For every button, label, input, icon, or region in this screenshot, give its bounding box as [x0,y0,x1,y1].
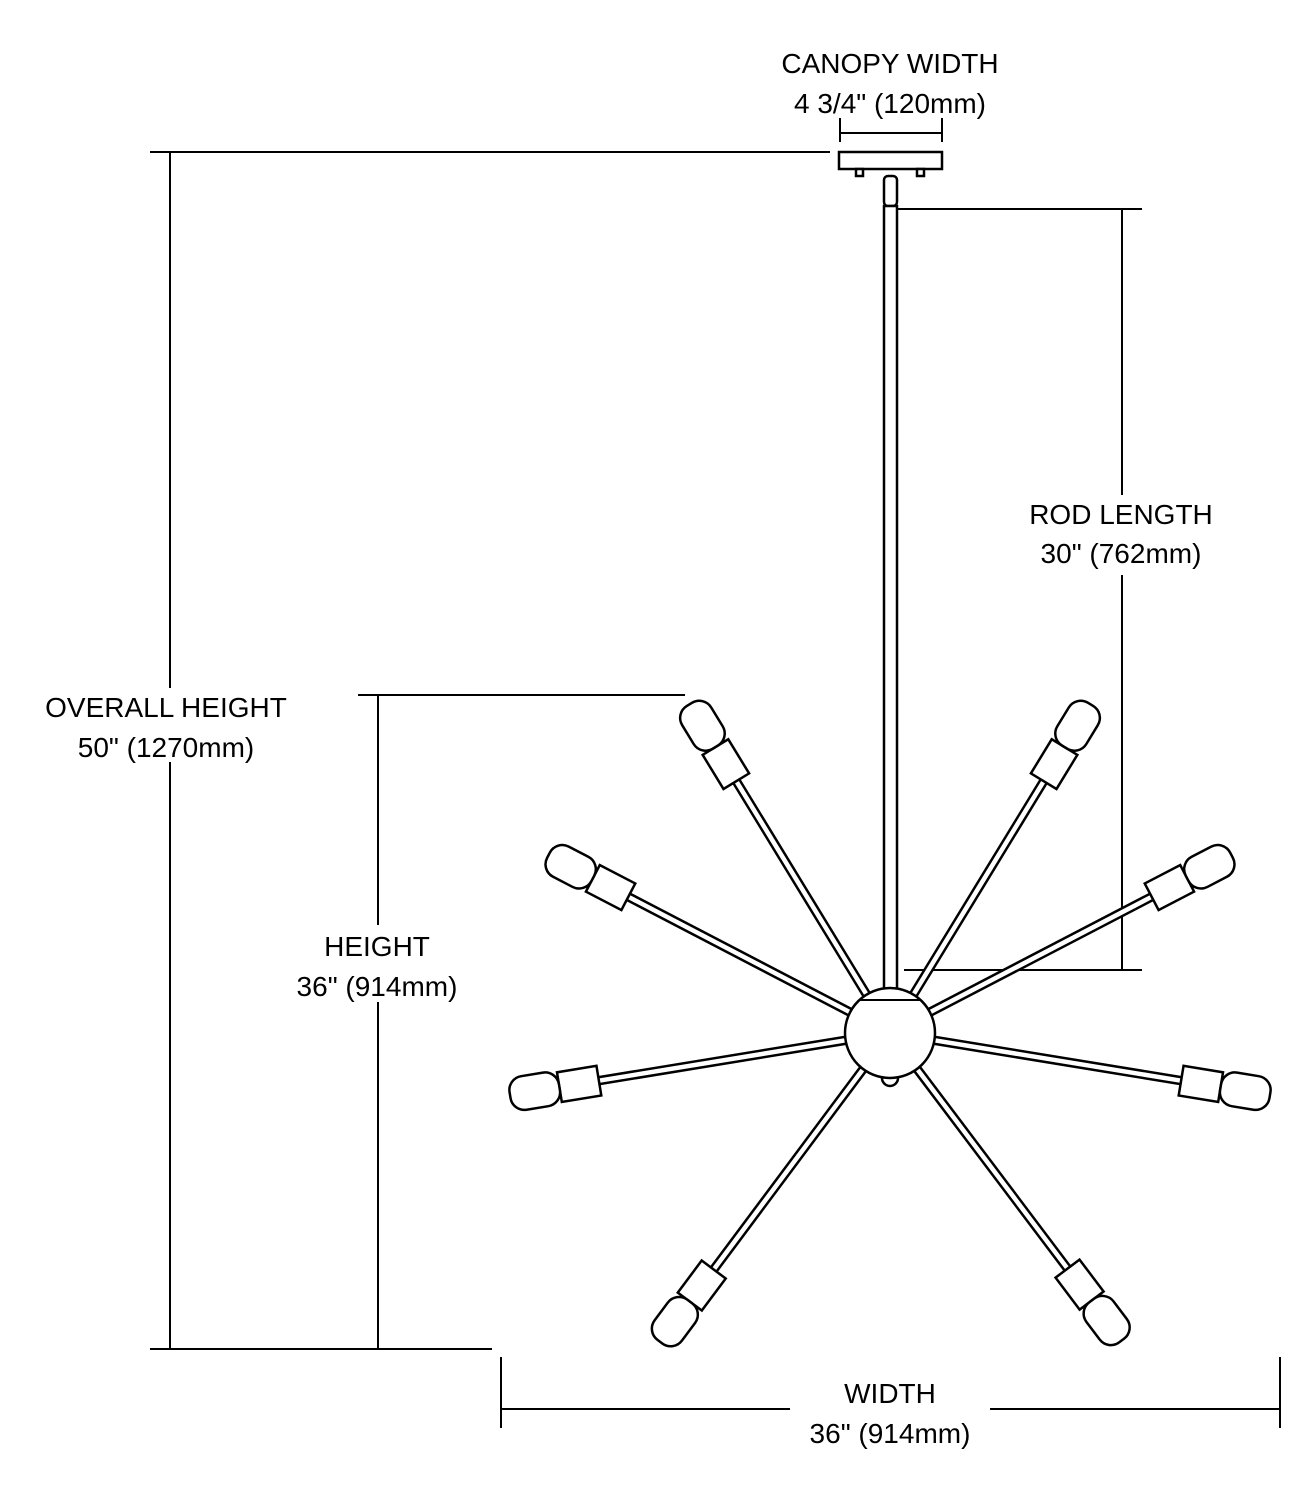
arm [917,1032,1272,1112]
canopy-screw [915,167,926,178]
arm-rod [623,891,867,1024]
width-label: WIDTH [844,1378,936,1409]
arms [508,699,1272,1348]
rod-length-value: 30" (762mm) [1041,538,1202,569]
socket [1177,1064,1225,1104]
height-value: 36" (914mm) [297,971,458,1002]
height-dimension: HEIGHT 36" (914mm) [297,694,685,1349]
bulb [544,843,598,890]
down-rod [882,204,899,993]
arm [678,699,880,1011]
arm-rod [917,1032,1186,1086]
arm [650,1053,877,1348]
bulb [1218,1071,1272,1112]
arm [900,699,1102,1011]
arm-rod [903,1053,1074,1275]
rod-length-dimension: ROD LENGTH 30" (762mm) [898,208,1213,971]
arm-rod [900,775,1050,1011]
bulb [1054,699,1102,752]
overall-height-label: OVERALL HEIGHT [45,692,287,723]
width-dimension: WIDTH 36" (914mm) [500,1357,1281,1449]
canopy-width-dimension: CANOPY WIDTH 4 3/4" (120mm) [781,48,999,142]
canopy [837,150,944,171]
arm [913,843,1236,1024]
bulb [508,1071,562,1112]
arm-rod [594,1032,863,1086]
arm-rod [730,775,880,1011]
arm-rod [707,1053,877,1275]
center-hub [843,986,937,1080]
arm [903,1053,1131,1347]
arm-rod [913,891,1157,1024]
bulb [1082,1294,1131,1347]
arm [508,1032,863,1112]
bulb [1182,843,1236,890]
overall-height-dimension: OVERALL HEIGHT 50" (1270mm) [45,151,830,1350]
socket [555,1064,603,1104]
width-value: 36" (914mm) [810,1418,971,1449]
bulb [650,1295,700,1348]
height-label: HEIGHT [324,931,430,962]
canopy-screw [854,167,865,178]
bulb [678,699,726,752]
arm [544,843,867,1024]
canopy-width-value: 4 3/4" (120mm) [794,88,986,119]
swivel [882,174,899,208]
rod-length-label: ROD LENGTH [1029,499,1213,530]
chandelier-fixture [508,150,1272,1348]
overall-height-value: 50" (1270mm) [78,732,254,763]
canopy-width-label: CANOPY WIDTH [781,48,998,79]
